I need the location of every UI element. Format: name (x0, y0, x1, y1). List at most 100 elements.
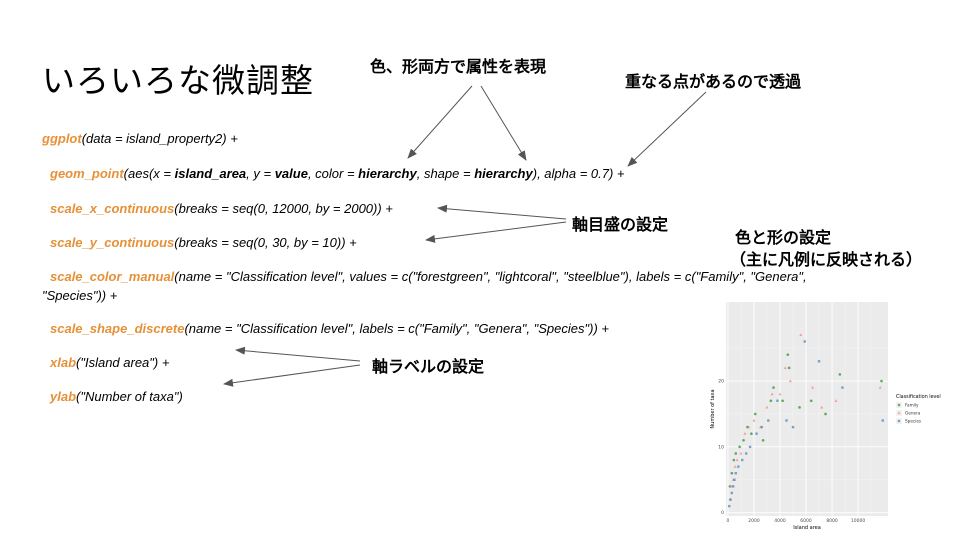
data-point-family (734, 452, 738, 455)
data-point-species (748, 445, 752, 449)
data-point-genera (739, 451, 743, 455)
data-point-family (750, 432, 753, 435)
code-keyword: hierarchy (474, 166, 533, 181)
code-line-scale-color: scale_color_manual(name = "Classificatio… (50, 269, 807, 284)
data-point-family (738, 445, 741, 449)
data-point-species (776, 399, 779, 402)
data-point-genera (770, 392, 774, 396)
data-point-genera (729, 484, 733, 488)
data-point-species (791, 425, 795, 429)
legend-label-family: Family (905, 403, 919, 408)
data-point-family (732, 458, 736, 462)
data-point-genera (788, 379, 792, 383)
annotation-color-shape: 色、形両方で属性を表現 (370, 57, 547, 76)
arrow-to-shape (480, 85, 527, 161)
legend-marker-family (897, 403, 901, 407)
data-point-species (733, 478, 736, 481)
data-point-species (741, 458, 744, 462)
code-text: (aes(x = (123, 166, 175, 181)
data-point-species (731, 485, 735, 488)
code-args: (data = island_property2) + (81, 131, 238, 146)
code-function-scale-x: scale_x_continuous (50, 201, 175, 216)
code-args: ("Island area") + (76, 355, 170, 370)
code-function-ggplot: ggplot (42, 131, 82, 146)
data-point-genera (778, 392, 782, 396)
data-point-family (798, 406, 801, 409)
annotation-legend-line1: 色と形の設定 (735, 228, 832, 247)
x-tick-label: 6000 (800, 518, 812, 524)
arrow-to-xlab (235, 346, 361, 362)
code-function-xlab: xlab (50, 355, 77, 370)
data-point-species (881, 419, 884, 422)
code-args: (breaks = seq(0, 30, by = 10)) + (174, 235, 357, 250)
data-point-genera (747, 425, 751, 429)
code-line-scale-y: scale_y_continuous(breaks = seq(0, 30, b… (50, 235, 357, 250)
arrow-to-alpha (627, 91, 707, 167)
legend-title: Classification level (896, 394, 941, 400)
code-keyword: hierarchy (358, 166, 417, 181)
legend-marker-species (897, 419, 901, 423)
code-args: (breaks = seq(0, 12000, by = 2000)) + (174, 201, 393, 216)
data-point-family (753, 412, 757, 416)
data-point-genera (811, 386, 815, 389)
data-point-species (728, 504, 731, 508)
legend-marker-genera (897, 411, 901, 415)
data-point-family (769, 399, 773, 403)
data-point-family (824, 412, 827, 416)
data-point-family (761, 438, 765, 442)
data-point-family (838, 373, 842, 376)
data-point-species (767, 419, 770, 422)
data-point-family (730, 471, 734, 475)
data-point-species (760, 425, 763, 429)
code-function-scale-shape: scale_shape_discrete (50, 321, 185, 336)
data-point-genera (743, 432, 747, 435)
data-point-species (817, 360, 821, 363)
annotation-axis-label: 軸ラベルの設定 (372, 357, 485, 376)
y-tick-label: 0 (721, 510, 724, 516)
data-point-species (730, 491, 734, 495)
data-point-family (787, 366, 791, 370)
code-function-ylab: ylab (50, 389, 77, 404)
code-text: ), alpha = 0.7) + (532, 166, 625, 181)
code-text: , shape = (416, 166, 475, 181)
code-line-ylab: ylab("Number of taxa") (50, 389, 183, 404)
x-tick-label: 4000 (774, 518, 786, 524)
y-axis-label: Number of taxa (710, 389, 716, 428)
data-point-species (785, 419, 788, 422)
code-args: (name = "Classification level", values =… (174, 269, 807, 284)
data-point-genera (735, 458, 739, 462)
arrow-to-scale-x (437, 204, 567, 220)
x-tick-label: 8000 (826, 518, 838, 524)
y-tick-label: 10 (718, 444, 724, 450)
code-line-scale-x: scale_x_continuous(breaks = seq(0, 12000… (50, 201, 393, 216)
data-point-genera (878, 386, 882, 389)
data-point-genera (783, 366, 787, 369)
plot-panel (726, 302, 888, 516)
code-args: "Species")) + (42, 288, 118, 303)
code-line-ggplot: ggplot(data = island_property2) + (42, 131, 238, 146)
data-point-family (880, 379, 883, 383)
data-point-genera (752, 418, 756, 422)
data-point-species (803, 340, 806, 343)
code-text: , color = (307, 166, 359, 181)
data-point-species (841, 386, 844, 389)
data-point-family (772, 386, 775, 389)
code-keyword: island_area (174, 166, 247, 181)
arrow-to-scale-y (425, 221, 567, 243)
code-text: , y = (246, 166, 275, 181)
slide-title: いろいろな微調整 (42, 61, 314, 100)
data-point-species (734, 472, 737, 475)
data-point-genera (834, 399, 838, 402)
code-line-geom-point: geom_point(aes(x = island_area, y = valu… (50, 166, 625, 181)
x-axis-label: Island area (793, 525, 821, 531)
data-point-genera (799, 333, 803, 337)
data-point-genera (733, 465, 737, 468)
code-line-xlab: xlab("Island area") + (50, 355, 169, 370)
code-function-scale-y: scale_y_continuous (50, 235, 175, 250)
code-function-geom-point: geom_point (50, 166, 124, 181)
code-line-scale-shape: scale_shape_discrete(name = "Classificat… (50, 321, 609, 336)
annotation-transparency: 重なる点があるので透過 (625, 72, 802, 91)
annotation-legend-line2: （主に凡例に反映される） (730, 250, 923, 269)
